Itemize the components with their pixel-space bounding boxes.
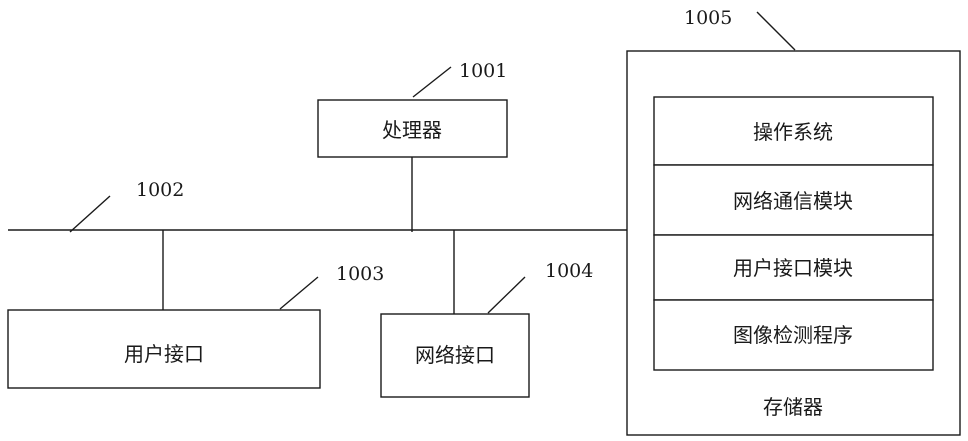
user-interface-leader-line — [280, 277, 318, 309]
processor-ref-number: 1001 — [459, 60, 507, 82]
processor-leader-line — [413, 67, 451, 97]
network-interface-label: 网络接口 — [415, 343, 495, 367]
network-interface-ref-number: 1004 — [545, 260, 593, 282]
processor-label: 处理器 — [382, 118, 442, 142]
bus-leader-line — [70, 196, 110, 232]
bus-ref-number: 1002 — [136, 179, 184, 201]
memory-module-label: 用户接口模块 — [733, 256, 853, 280]
user-interface-ref-number: 1003 — [336, 263, 384, 285]
network-interface-leader-line — [488, 277, 525, 313]
memory-label: 存储器 — [763, 395, 823, 419]
user-interface-label: 用户接口 — [124, 342, 204, 366]
memory-module-label: 操作系统 — [753, 120, 833, 144]
memory-leader-line — [757, 12, 795, 50]
memory-module-label: 网络通信模块 — [733, 189, 853, 213]
memory-module-label: 图像检测程序 — [733, 323, 853, 347]
memory-ref-number: 1005 — [684, 7, 732, 29]
